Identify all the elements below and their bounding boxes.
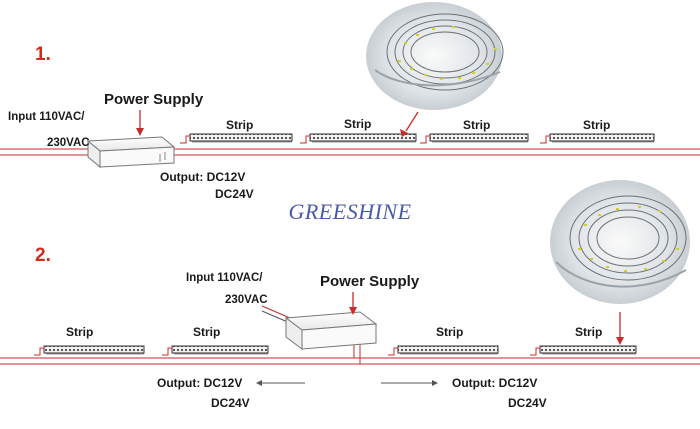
arrow-left-icon (256, 380, 305, 386)
power-supply-label-1: Power Supply (104, 91, 204, 108)
brand-watermark: GREESHINE (288, 199, 412, 224)
input-label-1-line2: 230VAC (47, 137, 90, 149)
output-label-2-left-line2: DC24V (211, 396, 250, 410)
power-supply-label-2: Power Supply (320, 273, 420, 290)
arrow-right-icon (381, 380, 438, 386)
led-strip (162, 345, 269, 356)
diagram-2-wiring (0, 305, 700, 365)
strip-label: Strip (193, 325, 221, 339)
strip-label: Strip (344, 117, 372, 131)
output-label-2-left-line1: Output: DC12V (157, 376, 243, 390)
output-label-2-right-line1: Output: DC12V (452, 376, 538, 390)
input-label-2-line2: 230VAC (225, 294, 268, 306)
power-supply-box-2 (284, 311, 378, 350)
led-strip (388, 345, 499, 356)
arrow-down-icon (616, 312, 624, 345)
led-strip (180, 133, 293, 144)
led-strip (300, 133, 417, 144)
led-strip (540, 133, 655, 144)
strip-group-1 (180, 133, 655, 144)
strip-label: Strip (226, 118, 254, 132)
arrow-down-icon (400, 111, 419, 137)
output-label-2-right-line2: DC24V (508, 396, 547, 410)
arrow-down-icon (349, 292, 357, 315)
output-label-1-line1: Output: DC12V (160, 170, 246, 184)
input-label-2-line1: Input 110VAC/ (186, 272, 263, 284)
strip-label: Strip (463, 118, 491, 132)
diagram-2-number: 2. (35, 245, 51, 266)
led-reel-photo-2-icon (550, 180, 690, 304)
output-label-1-line2: DC24V (215, 187, 254, 201)
strip-label: Strip (436, 325, 464, 339)
power-supply-box-1 (86, 136, 176, 169)
arrow-down-icon (136, 110, 144, 136)
strip-group-2 (34, 345, 637, 356)
diagram-1-number: 1. (35, 44, 51, 65)
strip-label: Strip (583, 118, 611, 132)
led-reel-photo-1-icon (366, 2, 504, 110)
input-label-1-line1: Input 110VAC/ (8, 111, 85, 123)
led-strip (420, 133, 529, 144)
led-strip (530, 345, 637, 356)
strip-label: Strip (66, 325, 94, 339)
led-strip (34, 345, 145, 356)
strip-label: Strip (575, 325, 603, 339)
